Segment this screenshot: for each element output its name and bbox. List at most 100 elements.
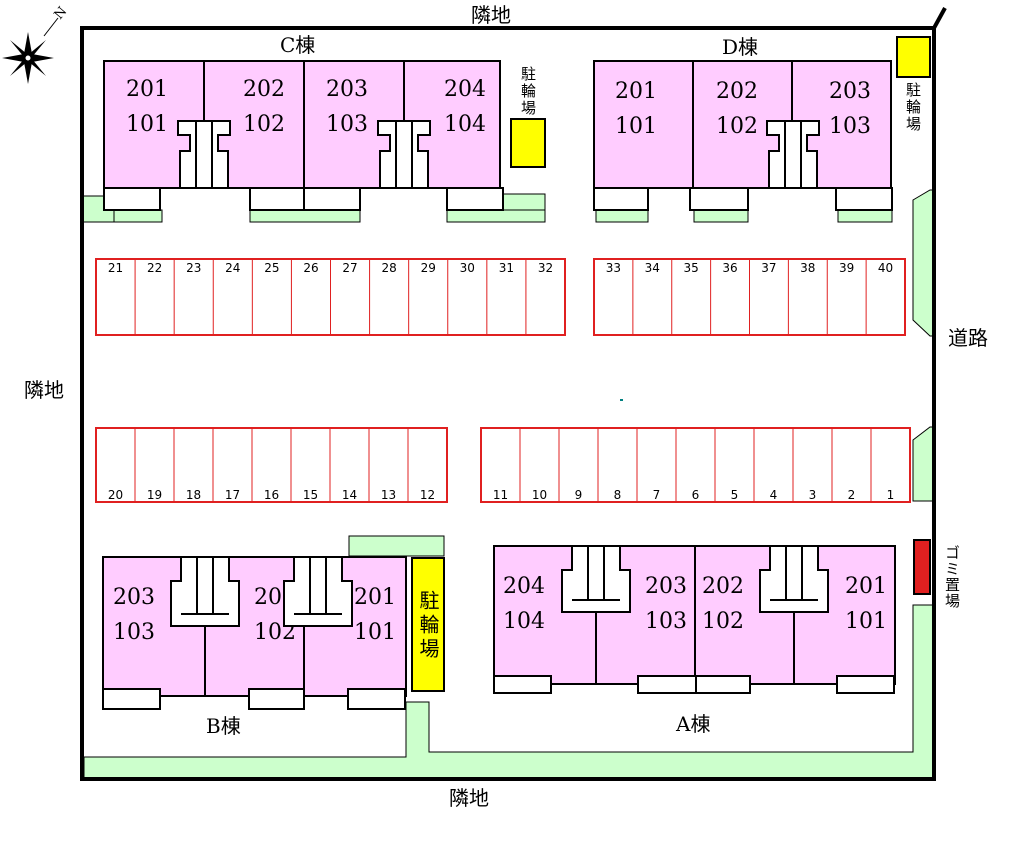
neighbor-label-top: 隣地 [471,3,511,27]
balcony [493,675,552,694]
unit-upper-number: 202 [702,574,744,599]
building-c-label: C棟 [280,33,315,57]
parking-space-number: 30 [460,261,475,275]
unit-lower-number: 101 [845,609,887,634]
balcony [303,187,361,211]
parking-space-number: 40 [878,261,893,275]
parking-space-number: 22 [147,261,162,275]
unit-upper-number: 202 [716,79,758,104]
parking-space-number: 26 [303,261,318,275]
stairwell [766,120,820,189]
parking-space-number: 2 [848,488,856,502]
parking-space-number: 14 [342,488,357,502]
parking-space-number: 34 [645,261,660,275]
unit-upper-number: 201 [126,77,168,102]
unit-lower-number: 103 [113,620,155,645]
unit-lower-number: 102 [716,114,758,139]
parking-row [95,427,448,503]
parking-space-number: 29 [421,261,436,275]
unit-upper-number: 202 [243,77,285,102]
unit-upper-number: 201 [845,574,887,599]
garbage-area: ゴミ置場 [913,539,961,609]
unit-lower-number: 101 [354,620,396,645]
parking-space-number: 7 [653,488,661,502]
unit-upper-number: 203 [113,585,155,610]
site-boundary [80,7,947,781]
bicycle-parking-c: 駐輪場 [510,66,546,168]
unit [593,60,694,189]
unit [493,545,597,685]
compass-icon [2,17,59,84]
parking-space-number: 11 [493,488,508,502]
parking-space-number: 39 [839,261,854,275]
parking-space-number: 36 [722,261,737,275]
balcony [835,187,893,211]
bicycle-parking-d-label: 駐輪場 [904,82,922,133]
unit-lower-number: 101 [126,112,168,137]
unit-lower-number: 103 [829,114,871,139]
parking-space-number: 33 [606,261,621,275]
parking-space-number: 35 [684,261,699,275]
road-label: 道路 [948,326,988,350]
parking-space-number: 4 [770,488,778,502]
building-d-label: D棟 [722,35,758,59]
parking-space-number: 31 [499,261,514,275]
parking-space-number: 38 [800,261,815,275]
stairwell [759,545,829,613]
parking-space-number: 3 [809,488,817,502]
parking-space-number: 24 [225,261,240,275]
unit-lower-number: 104 [503,609,545,634]
unit-upper-number: 203 [326,77,368,102]
unit-lower-number: 104 [444,112,486,137]
balcony [102,688,161,710]
parking-space-number: 25 [264,261,279,275]
balcony [836,675,895,694]
unit-upper-number: 201 [615,79,657,104]
unit-lower-number: 102 [702,609,744,634]
parking-space-number: 5 [731,488,739,502]
unit-upper-number: 204 [444,77,486,102]
building-a: 204 104 203 103 202 102 201 101 A棟 [493,545,896,736]
balcony [446,187,504,211]
balcony [637,675,697,694]
parking-space-number: 21 [108,261,123,275]
parking-space-number: 20 [108,488,123,502]
garbage-label: ゴミ置場 [943,545,961,609]
balcony [249,187,305,211]
neighbor-label-bottom: 隣地 [449,786,489,810]
unit-lower-number: 103 [645,609,687,634]
stairwell [283,556,353,627]
bicycle-parking-c-label: 駐輪場 [519,66,537,117]
balcony [103,187,161,211]
parking-space-number: 27 [342,261,357,275]
bicycle-parking-d: 駐輪場 [896,36,931,133]
unit-upper-number: 204 [503,574,545,599]
balcony [689,187,749,211]
parking-space-number: 8 [614,488,622,502]
parking-space-number: 16 [264,488,279,502]
bicycle-parking-b: 駐輪場 [411,557,445,692]
neighbor-label-left: 隣地 [24,378,64,402]
parking-space-number: 15 [303,488,318,502]
building-b-label: B棟 [206,714,241,738]
balcony [248,688,305,710]
unit-upper-number: 203 [645,574,687,599]
parking-space-number: 19 [147,488,162,502]
dot-mark [620,399,623,401]
unit-lower-number: 103 [326,112,368,137]
parking-space-number: 9 [575,488,583,502]
building-a-label: A棟 [675,712,710,736]
parking-space-number: 10 [532,488,547,502]
green-strips [82,189,934,780]
bicycle-parking-b-label: 駐輪場 [416,590,440,662]
parking-row [480,427,911,503]
north-mark: N [52,4,71,22]
unit-upper-number: 203 [829,79,871,104]
parking-space-number: 32 [538,261,553,275]
unit-upper-number: 201 [354,585,396,610]
